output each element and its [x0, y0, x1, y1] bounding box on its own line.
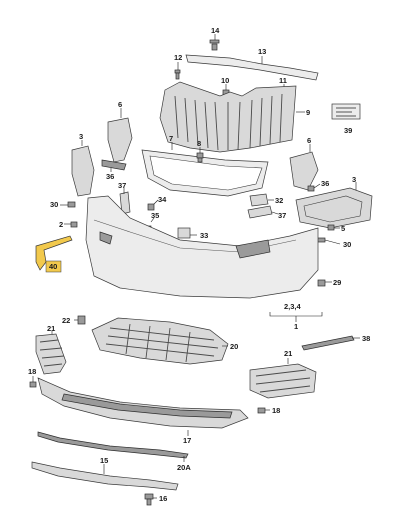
grille-surround	[141, 149, 269, 197]
callout-29: 29	[333, 278, 341, 287]
clip-34	[147, 203, 155, 211]
fog-grille-21-right	[249, 363, 317, 399]
callout-2-3-4: 2,3,4	[284, 302, 302, 311]
callout-30-right: 30	[343, 240, 351, 249]
callout-17: 17	[183, 436, 191, 445]
callout-12: 12	[174, 53, 182, 62]
callout-30-left: 30	[50, 200, 58, 209]
callout-16: 16	[159, 494, 167, 503]
callout-2: 2	[59, 220, 63, 229]
trim-strip-38	[301, 335, 355, 351]
callout-6-right: 6	[307, 136, 311, 145]
clip-18-right	[257, 407, 266, 414]
callout-36-right: 36	[321, 179, 329, 188]
callout-18-right: 18	[272, 406, 280, 415]
upper-trim-bar	[185, 54, 319, 81]
lower-spoiler	[37, 377, 249, 429]
clip-36-right	[307, 185, 315, 192]
callout-20: 20	[230, 342, 238, 351]
callout-8: 8	[197, 139, 201, 148]
callout-6-left: 6	[118, 100, 122, 109]
trim-3-right	[295, 187, 373, 229]
callout-9: 9	[306, 108, 310, 117]
bracket-6-left	[107, 117, 133, 163]
bumper-cover	[85, 195, 319, 299]
fog-grille-21-left	[35, 333, 67, 375]
emblem-39	[331, 103, 361, 120]
radiator-grille	[159, 81, 297, 153]
callout-33: 33	[200, 231, 208, 240]
callout-37-left: 37	[118, 181, 126, 190]
tow-cover-33	[177, 227, 191, 239]
bracket-40	[35, 235, 73, 271]
bracket-3-left	[71, 145, 95, 197]
screw-16	[144, 493, 154, 506]
callout-40-badge	[45, 260, 62, 273]
screw-30-left	[67, 201, 76, 208]
callout-7: 7	[169, 134, 173, 143]
callout-34: 34	[158, 195, 167, 204]
clip-22	[77, 315, 86, 325]
clip-8	[196, 152, 204, 163]
clip-18-left	[29, 381, 37, 388]
screw-12	[174, 69, 181, 80]
callout-36-left: 36	[106, 172, 114, 181]
callout-11: 11	[279, 76, 287, 85]
callout-21-left: 21	[47, 324, 55, 333]
callout-10: 10	[221, 76, 229, 85]
chrome-strip-20a	[37, 431, 189, 459]
callout-5: 5	[341, 224, 345, 233]
callout-1: 1	[294, 322, 298, 331]
clip-14	[209, 39, 220, 51]
bracket-37-right	[247, 205, 273, 219]
callout-18-left: 18	[28, 367, 36, 376]
clip-2	[70, 221, 78, 228]
callout-22: 22	[62, 316, 70, 325]
callout-37-right: 37	[278, 211, 286, 220]
callout-21-right: 21	[284, 349, 292, 358]
callout-3-left: 3	[79, 132, 83, 141]
callout-15: 15	[100, 456, 108, 465]
bracket-36-left	[101, 159, 127, 171]
callout-32: 32	[275, 196, 283, 205]
callout-35: 35	[151, 211, 159, 220]
bracket-32	[249, 193, 269, 207]
callout-3-right: 3	[352, 175, 356, 184]
bracket-6-right	[289, 151, 319, 191]
lower-grille	[91, 317, 229, 365]
callout-38: 38	[362, 334, 370, 343]
callout-13: 13	[258, 47, 266, 56]
clip-5	[327, 224, 335, 231]
lower-trim-15	[31, 461, 179, 491]
callout-39: 39	[344, 126, 352, 135]
callout-40: 40	[49, 262, 57, 271]
clip-29	[317, 279, 326, 287]
bracket-37-left	[119, 191, 131, 215]
callout-14: 14	[211, 26, 220, 35]
callout-20a: 20A	[177, 463, 191, 472]
